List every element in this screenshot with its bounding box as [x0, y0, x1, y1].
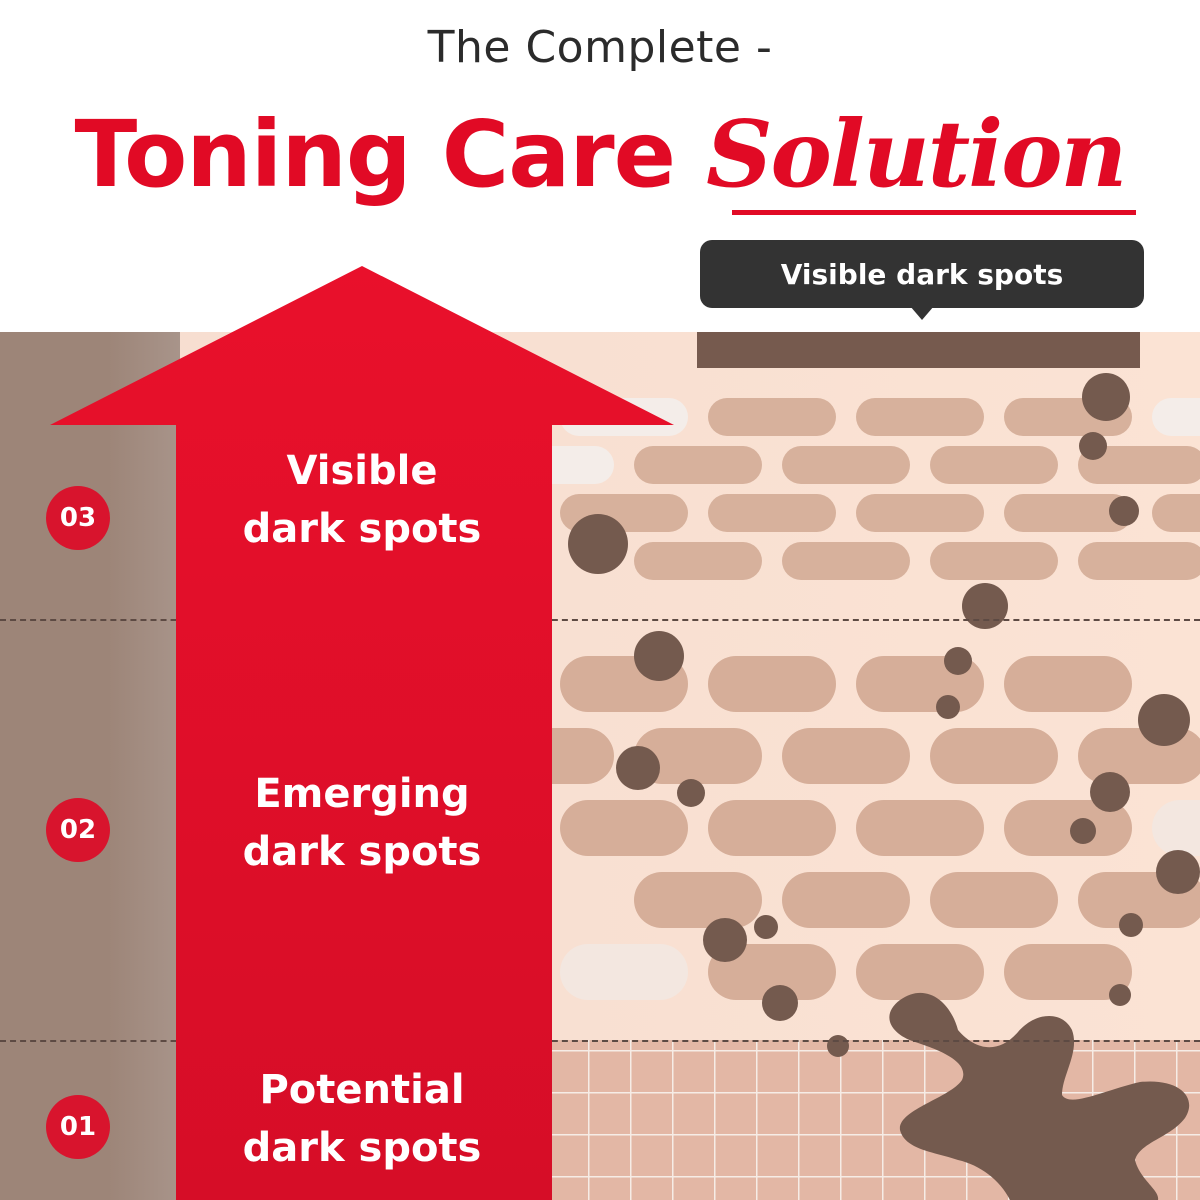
stage-label-line2: dark spots	[242, 829, 482, 875]
callout-tooltip: Visible dark spots	[700, 240, 1144, 308]
title-main: Toning Care	[74, 101, 677, 208]
stage-label-emerging: Emerging dark spots	[176, 765, 548, 881]
layer-divider-lower	[0, 1040, 1200, 1042]
title-underline	[732, 210, 1136, 215]
stage-label-line2: dark spots	[242, 506, 482, 552]
pigment-splatter	[889, 992, 1190, 1200]
stage-label-line1: Emerging	[254, 771, 470, 817]
middle-faded-cells	[560, 800, 1200, 1000]
stage-badge-03: 03	[46, 486, 110, 550]
upper-skin-cells	[560, 398, 1200, 580]
middle-skin-cells	[486, 656, 1200, 1000]
layer-divider-upper	[0, 619, 1200, 621]
stage-badge-01: 01	[46, 1095, 110, 1159]
stage-label-line2: dark spots	[242, 1125, 482, 1171]
stage-label-visible: Visible dark spots	[176, 442, 548, 558]
title-accent: Solution	[706, 100, 1127, 208]
callout-text: Visible dark spots	[780, 257, 1064, 291]
stage-label-line1: Potential	[259, 1067, 465, 1113]
callout-tail	[910, 306, 934, 320]
stage-label-line1: Visible	[286, 448, 438, 494]
left-side-band	[0, 332, 180, 1200]
subtitle: The Complete -	[427, 22, 773, 73]
stage-label-potential: Potential dark spots	[176, 1061, 548, 1177]
page-title: Toning Care Solution	[0, 100, 1200, 208]
top-pigment-layer	[697, 332, 1140, 368]
stage-badge-02: 02	[46, 798, 110, 862]
pigment-spots	[568, 373, 1200, 1057]
